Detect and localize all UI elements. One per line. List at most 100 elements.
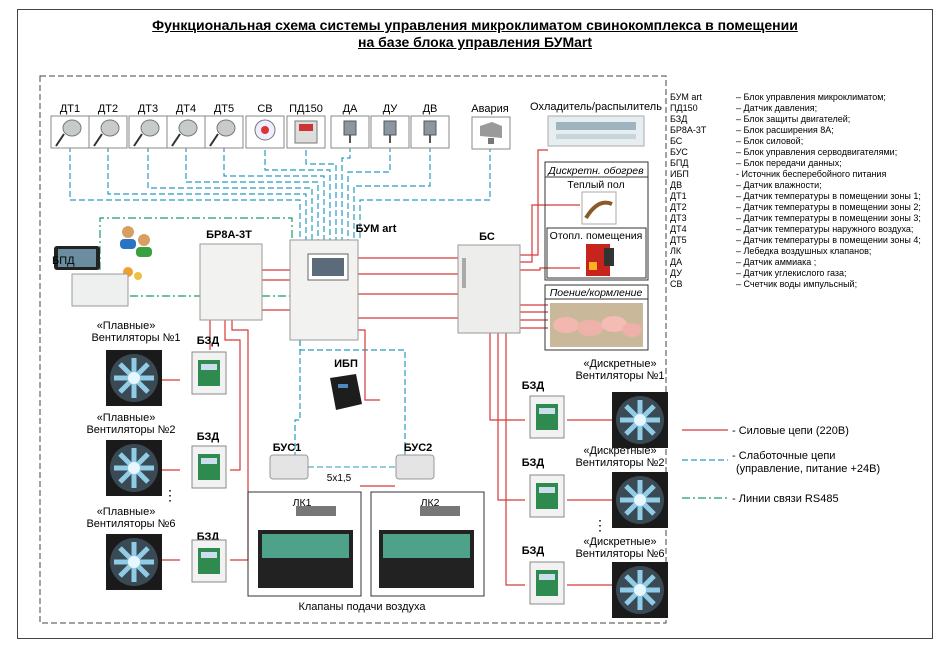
pressure-sensor-icon	[294, 120, 318, 144]
title-line-1: Функциональная схема системы управления …	[152, 17, 798, 33]
valve-lk1-icon	[258, 506, 353, 588]
temperature-sensor-icon	[93, 119, 120, 147]
gas-sensor-icon	[423, 120, 437, 143]
smooth-fan-1-icon	[106, 350, 162, 406]
bzd-label-d2: БЗД	[522, 457, 545, 469]
bzd-s1-icon	[191, 351, 227, 395]
abbr-description: – Датчик температуры в помещении зоны 1;	[736, 191, 921, 201]
smooth-fans-group-3: Вентиляторы №6	[86, 518, 175, 530]
feeding-label: Поение/кормление	[550, 287, 643, 299]
abbr-description: – Датчик аммиака ;	[736, 257, 817, 267]
abbr-term: БПД	[670, 158, 689, 168]
room-boundary	[39, 75, 667, 624]
siren-icon	[480, 122, 502, 144]
abbr-term: ДТ2	[670, 202, 687, 212]
sensor-label-7: ПД150	[289, 103, 323, 115]
sensor-label-1: ДТ1	[60, 103, 80, 115]
sensor-label-2: ДТ2	[98, 103, 118, 115]
valve-lk2-icon	[379, 506, 474, 588]
heating-floor-label: Теплый пол	[567, 179, 624, 191]
smooth-fans-group-1: Вентиляторы №1	[91, 332, 180, 344]
legend-lowcurrent-label-1: - Слаботочные цепи	[732, 450, 835, 462]
discrete-fan-2-icon	[612, 472, 668, 528]
abbr-term: БУС	[670, 147, 688, 157]
valve-lk2-frame	[370, 491, 485, 597]
discrete-fan-1-icon	[612, 392, 668, 448]
abbr-term: БС	[670, 136, 683, 146]
abbr-description: - Источник бесперебойного питания	[736, 169, 887, 179]
discrete-fans-quote-2: «Дискретные»	[583, 445, 656, 457]
bzd-d1-icon	[529, 395, 565, 439]
smooth-fans: «Плавные» Вентиляторы №1 «Плавные» Венти…	[86, 320, 181, 590]
abbr-description: – Блок управления серводвигателями;	[736, 147, 898, 157]
valves-caption: Клапаны подачи воздуха	[298, 601, 426, 613]
gas-sensor-icon	[343, 120, 357, 143]
abbr-term: СВ	[670, 279, 683, 289]
valve-lk1-frame	[247, 491, 362, 597]
space-heating-frame	[546, 227, 647, 279]
smooth-fan-2-icon	[106, 440, 162, 496]
sensor-label-9: ДУ	[383, 103, 399, 115]
bzd-d2-icon	[529, 474, 565, 518]
tablet-icon	[54, 246, 100, 270]
feeding-frame	[544, 284, 649, 351]
discrete-fan-3-icon	[612, 562, 668, 618]
abbr-description: – Блок расширения 8А;	[736, 125, 834, 135]
abbr-description: – Датчик температуры в помещении зоны 3;	[736, 213, 921, 223]
bus1-unit	[269, 454, 309, 480]
legend-power-label: - Силовые цепи (220В)	[732, 425, 849, 437]
cooler-label: Охладитель/распылитель	[530, 101, 662, 113]
abbr-term: ИБП	[670, 169, 689, 179]
heating-frame	[544, 161, 649, 281]
smooth-fans-group-2: Вентиляторы №2	[86, 424, 175, 436]
abbr-term: ДТ4	[670, 224, 687, 234]
legend-rs485-label: - Линии связи RS485	[732, 493, 839, 505]
lowcurrent-lines	[69, 146, 491, 455]
heating-space-label: Отопл. помещения	[550, 230, 643, 242]
ups-icon	[330, 374, 362, 410]
temperature-sensor-icon	[209, 119, 236, 147]
abbr-description: – Датчик давления;	[736, 103, 818, 113]
gas-sensor-icon	[383, 120, 397, 143]
abbr-description: – Датчик температуры наружного воздуха;	[736, 224, 914, 234]
abbr-term: ДА	[670, 257, 683, 267]
discrete-fans-group-2: Вентиляторы №2	[575, 457, 664, 469]
sensor-label-3: ДТ3	[138, 103, 158, 115]
bzd-s3-icon	[191, 539, 227, 583]
smooth-fans-quote-2: «Плавные»	[97, 412, 156, 424]
abbr-term: ДВ	[670, 180, 683, 190]
diagram-title: Функциональная схема системы управления …	[0, 17, 950, 51]
bpd-unit	[71, 273, 129, 307]
abbr-term: ДУ	[670, 268, 682, 278]
discrete-fans-ellipsis: ⋮	[593, 517, 607, 533]
sensor-label-8: ДА	[343, 103, 358, 115]
ibp-label: ИБП	[334, 358, 358, 370]
page-frame	[17, 9, 933, 639]
bpd-label: БПД	[52, 255, 75, 267]
title-line-2: на базе блока управления БУМart	[357, 34, 593, 50]
smooth-fans-quote-3: «Плавные»	[97, 506, 156, 518]
bum-screen	[312, 258, 344, 276]
bs-label: БС	[479, 231, 495, 243]
sensor-label-10: ДВ	[423, 103, 438, 115]
alarm-label: Авария	[471, 103, 508, 115]
legend-lowcurrent-label-2: (управление, питание +24В)	[736, 463, 880, 475]
abbr-term: ДТ5	[670, 235, 687, 245]
users-icon	[120, 226, 152, 280]
heating-title: Дискретн. обогрев	[547, 165, 644, 177]
abbr-description: – Счетчик воды импульсный;	[736, 279, 858, 289]
abbr-description: – Датчик температуры в помещении зоны 4;	[736, 235, 921, 245]
discrete-fans-quote-3: «Дискретные»	[583, 536, 656, 548]
line-legend: - Силовые цепи (220В) - Слаботочные цепи…	[682, 425, 880, 505]
cable-label: 5х1,5	[327, 473, 352, 484]
temperature-sensor-icon	[133, 119, 160, 147]
abbr-description: – Блок управления микроклиматом;	[736, 92, 886, 102]
bzd-label-d1: БЗД	[522, 380, 545, 392]
br8a-unit	[199, 243, 263, 321]
abbr-term: БЗД	[670, 114, 688, 124]
abbr-term: ДТ1	[670, 191, 687, 201]
temperature-sensor-icon	[171, 119, 198, 147]
smooth-fans-ellipsis: ⋮	[163, 487, 177, 503]
